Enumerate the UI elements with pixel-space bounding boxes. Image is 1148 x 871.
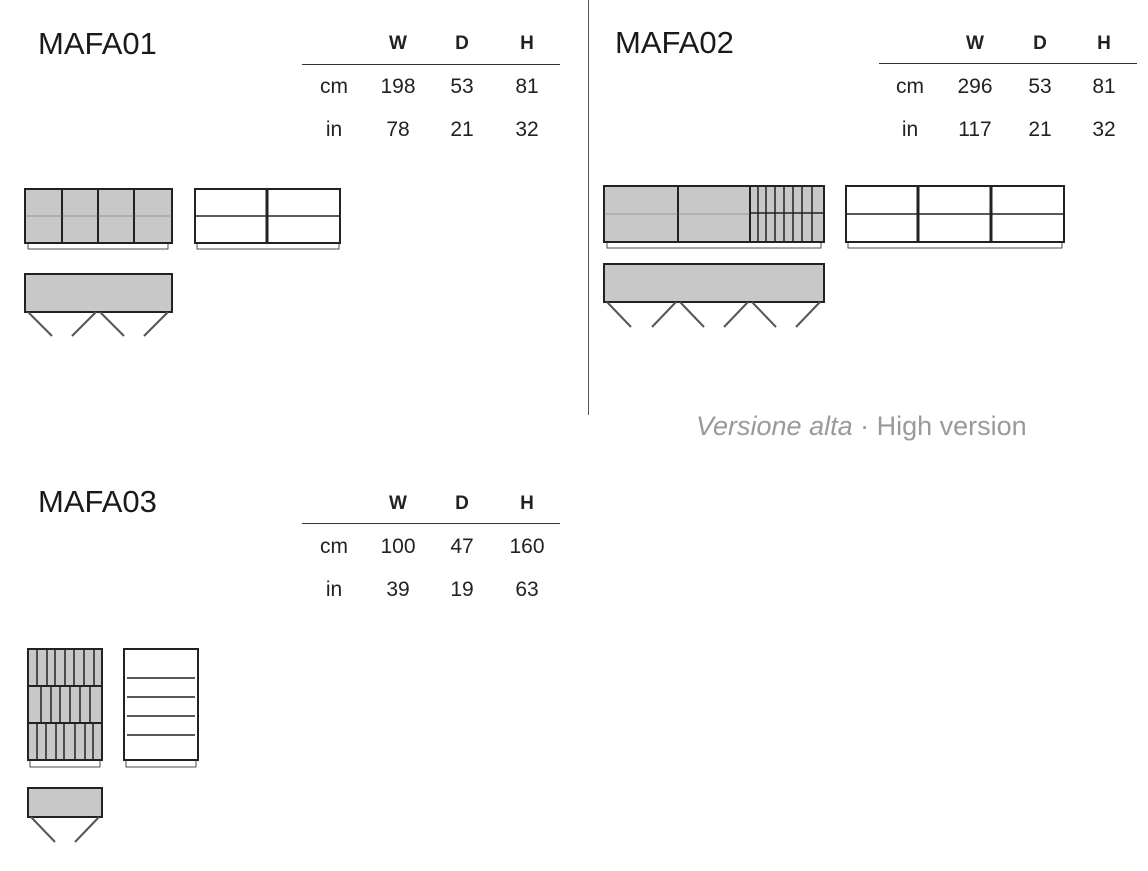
value: 32	[1092, 118, 1116, 141]
value: 117	[958, 118, 992, 141]
note-separator: ·	[852, 411, 877, 441]
note-italian: Versione alta	[696, 411, 853, 441]
table-rule	[879, 63, 1137, 64]
value: 81	[1092, 75, 1116, 98]
value: 32	[515, 118, 539, 141]
table-rule	[302, 64, 560, 65]
mafa02-interior-drawing	[845, 185, 1065, 249]
column-header-w: W	[389, 493, 407, 514]
unit-label: cm	[320, 535, 348, 558]
column-divider	[588, 0, 589, 415]
value: 81	[515, 75, 539, 98]
value: 21	[450, 118, 474, 141]
value: 21	[1028, 118, 1052, 141]
table-rule	[302, 523, 560, 524]
mafa03-interior-drawing	[123, 648, 199, 768]
unit-label: in	[325, 118, 343, 141]
mafa03-front-drawing	[27, 648, 103, 768]
column-header-w: W	[389, 33, 407, 54]
unit-label: cm	[896, 75, 924, 98]
value: 78	[386, 118, 410, 141]
column-header-d: D	[1033, 33, 1047, 54]
mafa01-top-drawing	[24, 273, 173, 337]
column-header-d: D	[455, 33, 469, 54]
mafa02-top-drawing	[603, 263, 825, 328]
unit-label: cm	[320, 75, 348, 98]
column-header-h: H	[520, 33, 534, 54]
value: 198	[380, 75, 416, 98]
column-header-h: H	[1097, 33, 1111, 54]
column-header-h: H	[520, 493, 534, 514]
value: 53	[1028, 75, 1052, 98]
product-code: MAFA03	[38, 484, 157, 519]
mafa01-front-drawing	[24, 188, 173, 250]
unit-label: in	[901, 118, 919, 141]
mafa01-interior-drawing	[194, 188, 341, 250]
column-header-w: W	[966, 33, 984, 54]
product-code: MAFA02	[615, 25, 734, 60]
value: 63	[515, 578, 539, 601]
value: 53	[450, 75, 474, 98]
value: 39	[386, 578, 410, 601]
note-english: High version	[876, 411, 1027, 441]
value: 47	[450, 535, 474, 558]
product-code: MAFA01	[38, 26, 157, 61]
mafa03-top-drawing	[27, 787, 103, 843]
unit-label: in	[325, 578, 343, 601]
mafa02-front-drawing	[603, 185, 825, 249]
value: 100	[380, 535, 416, 558]
value: 296	[957, 75, 993, 98]
column-header-d: D	[455, 493, 469, 514]
value: 160	[509, 535, 545, 558]
version-note: Versione alta · High version	[696, 411, 1027, 442]
value: 19	[450, 578, 474, 601]
